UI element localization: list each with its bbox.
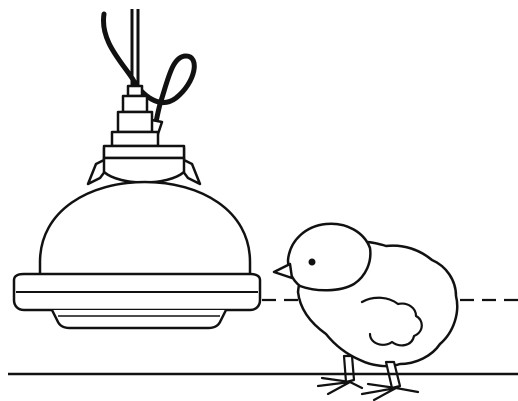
- valve-assembly: [110, 84, 160, 148]
- chick-eye: [308, 258, 316, 266]
- chick-feet: [316, 376, 420, 401]
- water-hose: [101, 11, 197, 147]
- drinker-tray: [12, 272, 262, 330]
- drinker-top-cap: [86, 144, 202, 186]
- chick-head: [286, 222, 372, 292]
- drinker-dome: [38, 180, 252, 284]
- chick: [272, 222, 459, 401]
- chick-wing: [360, 296, 423, 347]
- hanging-rod: [130, 9, 140, 86]
- chick-beak: [272, 262, 294, 280]
